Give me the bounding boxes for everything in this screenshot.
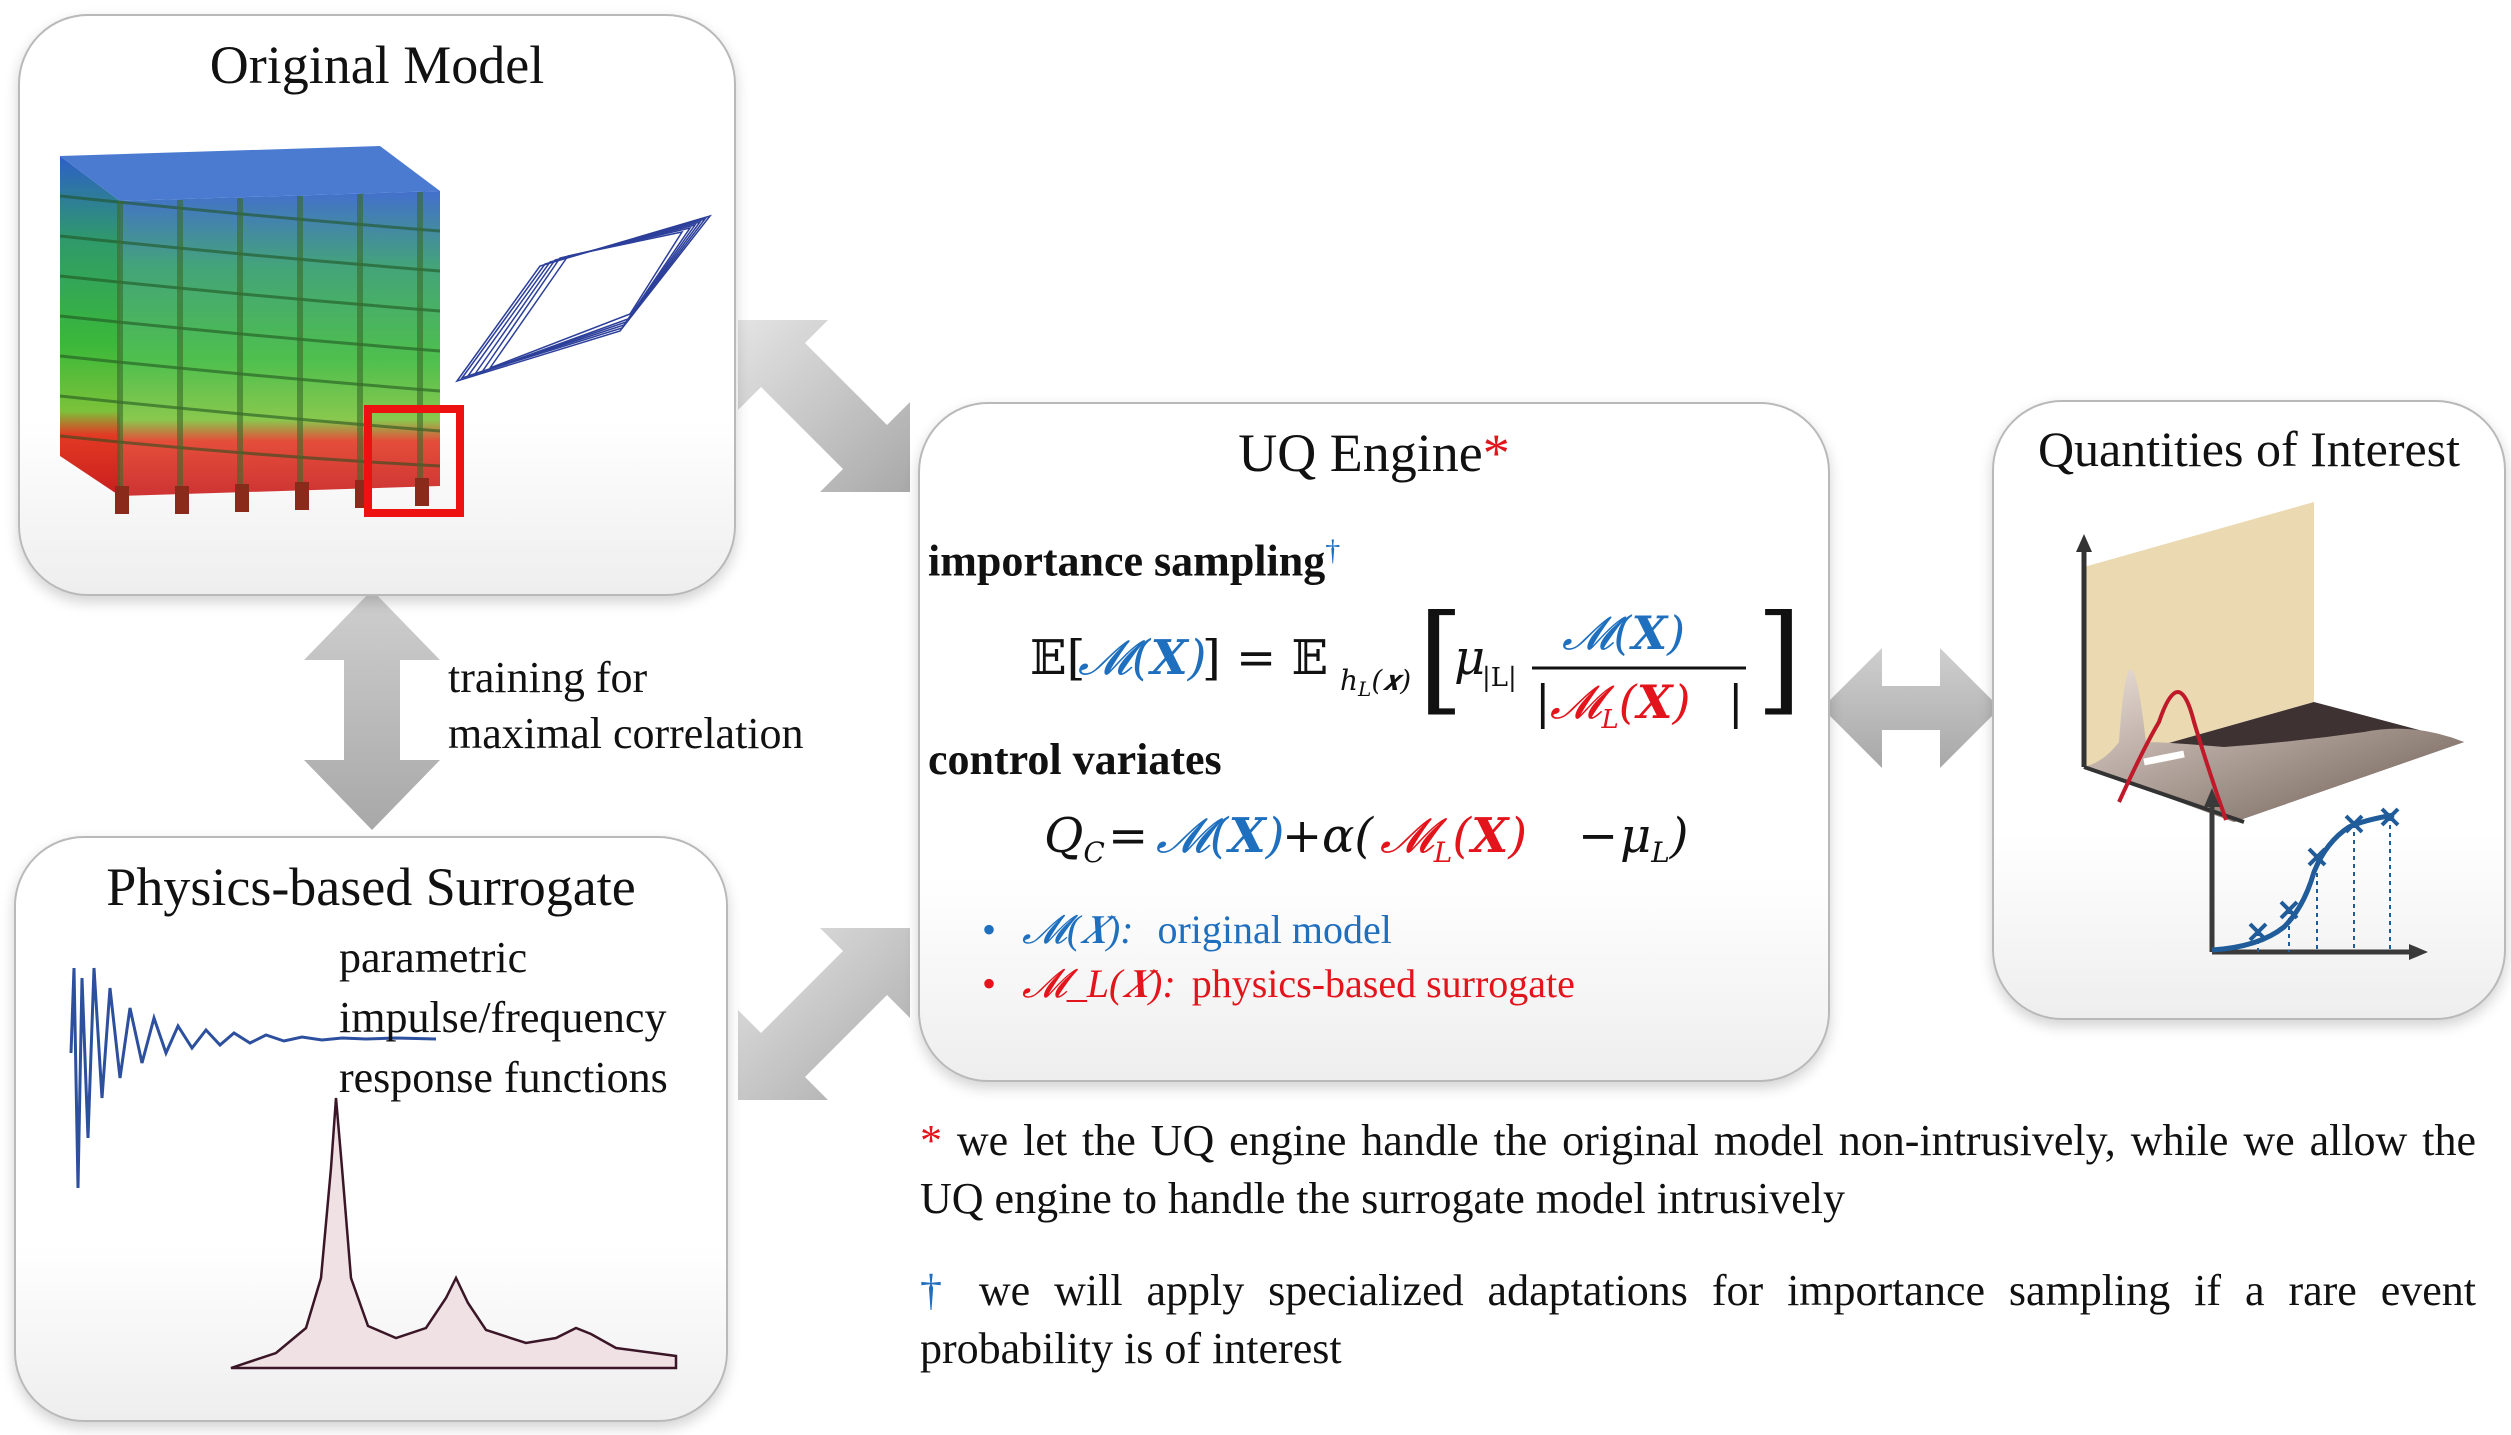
- frequency-response-curve: [230, 1097, 678, 1370]
- legend-bullet-original: • 𝓜(𝑿): original model: [982, 906, 1392, 953]
- highlight-box: [364, 405, 464, 517]
- svg-text:=: =: [1108, 808, 1148, 864]
- training-label-line-1: training for: [448, 653, 648, 702]
- svg-text:μL): μL): [1620, 808, 1689, 869]
- importance-sampling-label: importance sampling†: [928, 534, 1340, 587]
- surrogate-description: parametric impulse/frequency response fu…: [339, 928, 668, 1108]
- footnote-dagger-text: we will apply specialized adaptations fo…: [920, 1266, 2477, 1373]
- arrow-surrogate-uq: [738, 928, 910, 1100]
- svg-text:]: ]: [1756, 594, 1802, 727]
- building-model-illustration: [59, 146, 713, 517]
- svg-text:+: +: [1282, 808, 1322, 864]
- svg-text:hL(𝒙): hL(𝒙): [1340, 664, 1411, 701]
- uq-engine-panel: UQ Engine* importance sampling† 𝔼[ 𝓜(𝑿) …: [918, 402, 1830, 1082]
- svg-text:|: |: [1535, 675, 1551, 729]
- bullet-dot: •: [982, 961, 997, 1006]
- qoi-title: Quantities of Interest: [2037, 421, 2461, 477]
- bullet-surrogate-math: 𝓜_L(𝑿):: [1022, 961, 1176, 1006]
- svg-text:|L|: |L|: [1482, 663, 1517, 693]
- svg-text:𝓜(𝑿): 𝓜(𝑿): [1562, 606, 1685, 660]
- surrogate-line-1: parametric: [339, 933, 528, 982]
- surrogate-panel: Physics-based Surrogate parametric impul…: [14, 836, 728, 1422]
- svg-text:𝓜(𝑿): 𝓜(𝑿): [1078, 630, 1206, 686]
- footnote-dagger-mark: †: [920, 1266, 955, 1315]
- uq-engine-title: UQ Engine*: [920, 422, 1828, 484]
- original-model-title: Original Model: [209, 35, 545, 95]
- surrogate-line-3: response functions: [339, 1053, 668, 1102]
- svg-text:] = 𝔼: ] = 𝔼: [1202, 630, 1328, 686]
- bullet-surrogate-text: physics-based surrogate: [1191, 961, 1575, 1006]
- footnote-star-mark: *: [920, 1116, 942, 1165]
- svg-text:𝔼[: 𝔼[: [1030, 630, 1085, 686]
- uq-engine-title-mark: *: [1482, 423, 1510, 483]
- svg-text:𝓜L(𝑿): 𝓜L(𝑿): [1380, 808, 1527, 869]
- qoi-illustration: [2076, 502, 2464, 960]
- impulse-frequency-illustration: [69, 967, 678, 1370]
- surrogate-line-2: impulse/frequency: [339, 993, 667, 1042]
- legend-bullet-surrogate: • 𝓜_L(𝑿): physics-based surrogate: [982, 960, 1575, 1007]
- surrogate-title: Physics-based Surrogate: [106, 857, 636, 917]
- bullet-original-math: 𝓜(𝑿):: [1022, 907, 1134, 952]
- svg-text:𝓜(𝑿): 𝓜(𝑿): [1156, 808, 1284, 864]
- arrow-training: [304, 590, 440, 830]
- bullet-dot: •: [982, 907, 997, 952]
- original-model-panel: Original Model: [18, 14, 736, 596]
- qoi-panel: Quantities of Interest: [1992, 400, 2506, 1020]
- importance-sampling-mark: †: [1325, 534, 1341, 567]
- arrow-original-uq: [738, 320, 910, 492]
- training-label-line-2: maximal correlation: [448, 709, 804, 758]
- impulse-response-curve: [69, 967, 437, 1189]
- control-variates-formula: QC = 𝓜(𝑿) + α( 𝓜L(𝑿) − μL): [1044, 808, 1689, 869]
- svg-text:μ: μ: [1454, 630, 1485, 686]
- footnote-star: * we let the UQ engine handle the origin…: [920, 1112, 2476, 1228]
- footnote-dagger: † we will apply specialized adaptations …: [920, 1262, 2476, 1378]
- footnote-star-text: we let the UQ engine handle the original…: [920, 1116, 2476, 1223]
- svg-text:[: [: [1418, 594, 1464, 727]
- control-variates-label: control variates: [928, 735, 1222, 784]
- svg-text:−: −: [1578, 808, 1618, 864]
- svg-text:QC: QC: [1044, 808, 1105, 869]
- arrow-uq-qoi: [1822, 648, 2000, 768]
- training-label: training for maximal correlation: [448, 650, 804, 762]
- svg-text:𝓜L(𝑿): 𝓜L(𝑿): [1550, 675, 1690, 735]
- importance-sampling-formula: 𝔼[ 𝓜(𝑿) ] = 𝔼 hL(𝒙) [ μ |L| 𝓜(𝑿) | 𝓜L(𝑿)…: [1030, 594, 1802, 735]
- svg-text:α(: α(: [1322, 808, 1374, 864]
- bullet-original-text: original model: [1157, 907, 1392, 952]
- importance-sampling-text: importance sampling: [928, 536, 1326, 586]
- uq-engine-title-text: UQ Engine: [1238, 423, 1483, 483]
- svg-text:|: |: [1728, 675, 1744, 729]
